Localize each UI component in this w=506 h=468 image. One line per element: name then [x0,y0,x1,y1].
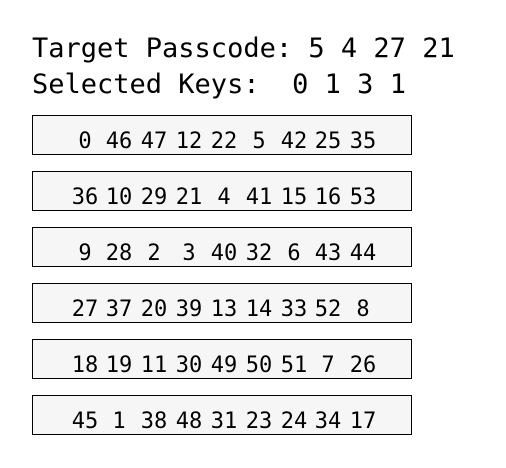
key-5-9[interactable]: 26 [349,353,377,378]
key-4-5[interactable]: 13 [210,297,238,322]
key-3-9[interactable]: 44 [349,241,377,266]
key-3-4[interactable]: 3 [182,241,196,266]
key-4-2[interactable]: 37 [105,297,133,322]
target-value-2: 4 [340,33,358,64]
key-3-3[interactable]: 2 [147,241,161,266]
key-1-3[interactable]: 47 [140,129,168,154]
target-value-3: 27 [373,33,406,64]
key-4-3[interactable]: 20 [140,297,168,322]
key-4-8[interactable]: 52 [314,297,342,322]
key-2-2[interactable]: 10 [105,185,133,210]
key-1-4[interactable]: 12 [175,129,203,154]
key-6-7[interactable]: 24 [280,409,308,434]
key-3-5[interactable]: 40 [210,241,238,266]
key-2-4[interactable]: 21 [175,185,203,210]
key-1-6[interactable]: 5 [252,129,266,154]
key-6-2[interactable]: 1 [112,409,126,434]
key-1-7[interactable]: 42 [280,129,308,154]
key-1-8[interactable]: 25 [314,129,342,154]
key-2-1[interactable]: 36 [71,185,99,210]
key-4-6[interactable]: 14 [245,297,273,322]
key-4-9[interactable]: 8 [356,297,370,322]
key-2-5[interactable]: 4 [217,185,231,210]
key-5-7[interactable]: 51 [280,353,308,378]
selected-value-2: 1 [324,69,341,100]
key-6-9[interactable]: 17 [349,409,377,434]
key-3-1[interactable]: 9 [78,241,92,266]
key-6-6[interactable]: 23 [245,409,273,434]
key-1-5[interactable]: 22 [210,129,238,154]
key-5-5[interactable]: 49 [210,353,238,378]
key-2-7[interactable]: 15 [280,185,308,210]
key-4-7[interactable]: 33 [280,297,308,322]
key-4-4[interactable]: 39 [175,297,203,322]
key-6-1[interactable]: 45 [71,409,99,434]
key-5-2[interactable]: 19 [105,353,133,378]
selected-keys-line: Selected Keys: 0 1 3 1 [32,67,406,103]
key-5-1[interactable]: 18 [71,353,99,378]
key-3-2[interactable]: 28 [105,241,133,266]
target-value-1: 5 [308,33,325,64]
target-value-4: 21 [422,33,455,64]
selected-value-3: 3 [357,69,374,100]
key-3-6[interactable]: 32 [245,241,273,266]
key-2-6[interactable]: 41 [245,185,273,210]
key-1-2[interactable]: 46 [105,129,133,154]
key-4-1[interactable]: 27 [71,297,99,322]
selected-value-1: 0 [292,69,309,100]
key-6-8[interactable]: 34 [314,409,342,434]
target-passcode-label: Target Passcode: [32,33,293,64]
key-2-8[interactable]: 16 [314,185,342,210]
key-6-4[interactable]: 48 [175,409,203,434]
key-2-3[interactable]: 29 [140,185,168,210]
key-3-8[interactable]: 43 [314,241,342,266]
key-3-7[interactable]: 6 [287,241,301,266]
key-5-6[interactable]: 50 [245,353,273,378]
key-5-4[interactable]: 30 [175,353,203,378]
key-2-9[interactable]: 53 [349,185,377,210]
selected-keys-label: Selected Keys: [32,69,260,100]
selected-value-4: 1 [389,69,406,100]
key-1-1[interactable]: 0 [78,129,92,154]
key-6-5[interactable]: 31 [210,409,238,434]
key-1-9[interactable]: 35 [349,129,377,154]
key-5-3[interactable]: 11 [140,353,168,378]
key-6-3[interactable]: 38 [140,409,168,434]
target-passcode-line: Target Passcode: 5 4 27 21 [32,31,455,67]
key-5-8[interactable]: 7 [321,353,335,378]
